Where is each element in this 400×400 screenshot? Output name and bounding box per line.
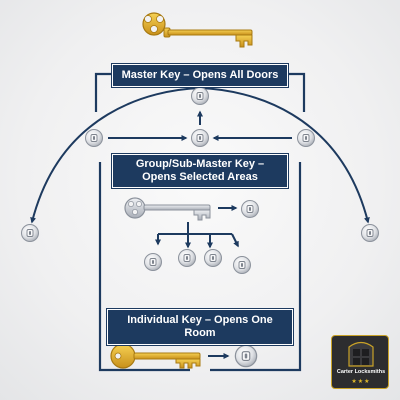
- master-bracket: [94, 72, 306, 112]
- lock-icon: [178, 249, 196, 267]
- lock-icon: [191, 129, 209, 147]
- lock-icon: [234, 344, 258, 368]
- logo-name: Carter Locksmiths: [336, 369, 386, 375]
- lock-icon: [144, 253, 162, 271]
- lock-icon: [85, 129, 103, 147]
- distribution-arcs: [30, 87, 370, 224]
- lock-icon: [204, 249, 222, 267]
- lock-icon: [361, 224, 379, 242]
- master-key-label: Master Key – Opens All Doors: [111, 63, 289, 88]
- arrow-icon: [108, 110, 292, 141]
- lock-icon: [297, 129, 315, 147]
- group-key-icon: [124, 197, 211, 221]
- master-key-icon: [142, 12, 253, 48]
- group-frame: [98, 162, 302, 372]
- window-logo-icon: [348, 341, 374, 367]
- logo-stars: ★★★: [351, 379, 371, 385]
- lock-icon: [241, 200, 259, 218]
- lock-icon: [191, 87, 209, 105]
- individual-key-label: Individual Key – Opens One Room: [106, 308, 294, 346]
- group-tree-connectors: [155, 222, 239, 249]
- lock-icon: [233, 256, 251, 274]
- lock-icon: [21, 224, 39, 242]
- group-key-label: Group/Sub-Master Key – Opens Selected Ar…: [111, 153, 289, 189]
- carter-locksmiths-logo: Carter Locksmiths ★★★: [331, 335, 389, 389]
- individual-key-icon: [110, 343, 201, 369]
